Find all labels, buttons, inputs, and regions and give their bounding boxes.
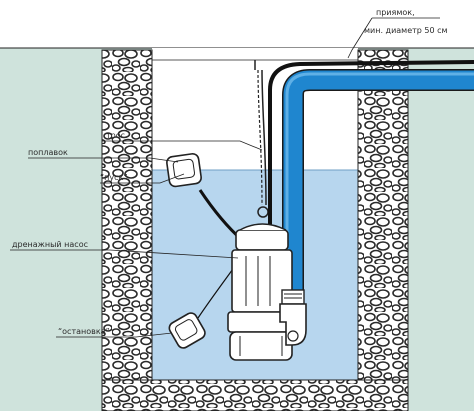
leader-pit [347, 17, 440, 59]
gravel-wall-right [357, 49, 409, 381]
rope [254, 60, 267, 206]
label-rope: трос [106, 131, 125, 140]
float-start [166, 153, 202, 188]
gravel-wall-left [101, 49, 153, 381]
label-pump: дренажный насос [12, 240, 88, 249]
label-float: поплавок [28, 148, 68, 157]
label-pit-line2: мин. диаметр 50 см [364, 26, 448, 35]
leader-stop [56, 332, 173, 338]
discharge-pipe-fill [283, 70, 474, 300]
power-cable [268, 60, 474, 232]
discharge-pipe-highlight [285, 72, 474, 300]
leader-float [28, 157, 179, 163]
pipe-outlet-fitting [279, 289, 307, 346]
label-pit-line1: приямок, [376, 8, 415, 17]
leader-pump [10, 249, 239, 259]
label-start: “пуск” [100, 173, 127, 182]
float-stop [168, 312, 206, 349]
rope-twist [257, 69, 263, 206]
label-stop: “остановка” [58, 327, 110, 336]
leader-start [100, 173, 185, 184]
drainage-pump [227, 223, 295, 361]
leader-rope [102, 140, 263, 151]
gravel-bottom [101, 379, 409, 411]
